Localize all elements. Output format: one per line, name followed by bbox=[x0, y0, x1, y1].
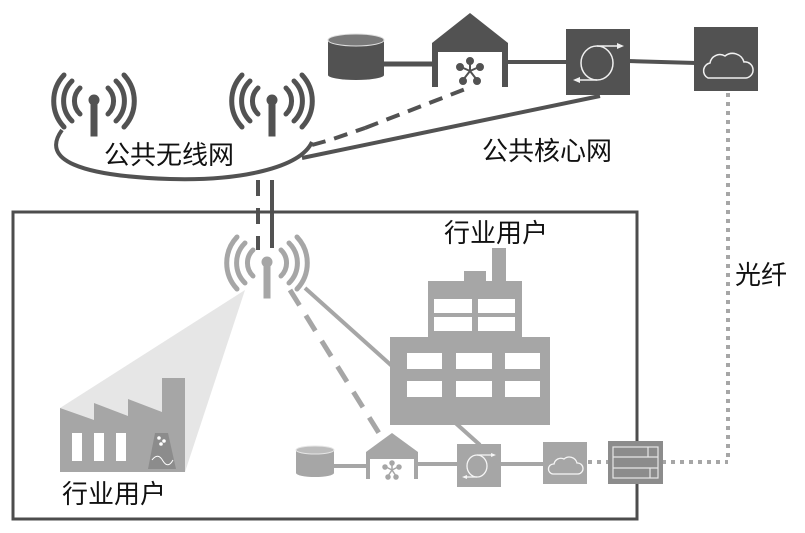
industry-user-label-top: 行业用户 bbox=[444, 219, 548, 249]
dashed-link-to-hub bbox=[311, 126, 366, 147]
database-icon bbox=[295, 445, 335, 477]
industry-user-label-bottom: 行业用户 bbox=[62, 480, 166, 510]
cloud-icon bbox=[694, 27, 758, 91]
industry-network: 行业用户 行业用户 bbox=[60, 219, 663, 510]
firewall-icon bbox=[608, 441, 663, 484]
network-hub-icon bbox=[432, 13, 508, 87]
public-wireless-label: 公共无线网 bbox=[104, 141, 234, 171]
office-building-icon bbox=[390, 248, 550, 425]
antenna-icon bbox=[227, 237, 308, 298]
industry-network-frame bbox=[11, 210, 639, 521]
routing-icon bbox=[566, 29, 630, 95]
wireless-ring bbox=[54, 128, 314, 182]
public-core-network: 公共核心网 bbox=[327, 13, 758, 167]
cloud-icon bbox=[543, 442, 587, 484]
routing-icon bbox=[457, 444, 501, 487]
antenna-icon bbox=[232, 75, 313, 136]
network-hub-icon bbox=[366, 433, 418, 480]
antenna-icon bbox=[54, 75, 135, 136]
dashed-link-to-hub bbox=[287, 288, 385, 440]
solid-link-to-router bbox=[301, 94, 601, 160]
database-icon bbox=[327, 33, 385, 80]
fiber-link: 光纤 bbox=[662, 93, 787, 464]
public-wireless-network: 公共无线网 bbox=[54, 75, 601, 250]
fiber-label: 光纤 bbox=[735, 261, 787, 291]
core-link bbox=[627, 59, 697, 65]
dashed-link-to-hub bbox=[364, 86, 469, 130]
factory-icon bbox=[60, 378, 185, 472]
public-core-label: 公共核心网 bbox=[482, 137, 612, 167]
